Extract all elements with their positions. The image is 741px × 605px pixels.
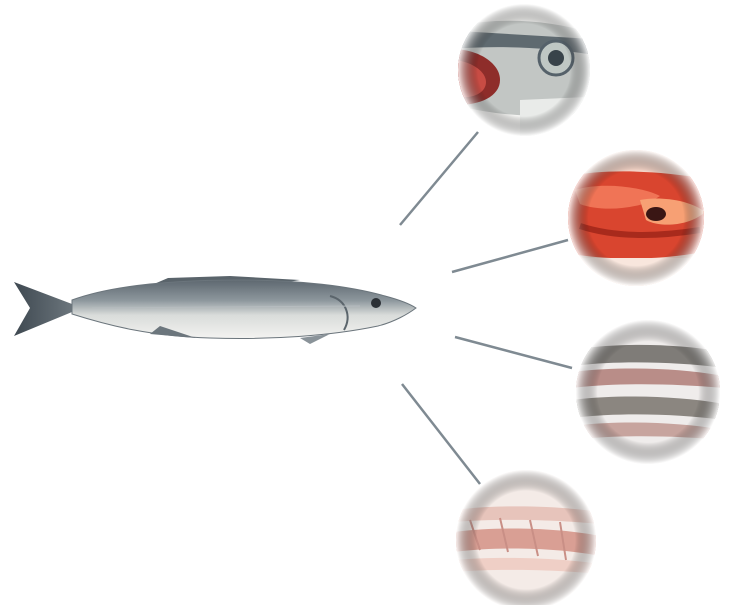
connector-line-4: [402, 384, 480, 484]
connector-line-1: [400, 132, 478, 225]
grey-gill-filaments-icon: [572, 318, 724, 468]
sea-bass-fish-icon: [14, 276, 416, 344]
red-flesh-closeup-icon: [560, 145, 712, 298]
connector-line-3: [455, 337, 572, 368]
fish-head-gill-icon: [440, 0, 610, 140]
connector-line-2: [452, 240, 568, 272]
pale-gill-filaments-icon: [454, 468, 600, 605]
